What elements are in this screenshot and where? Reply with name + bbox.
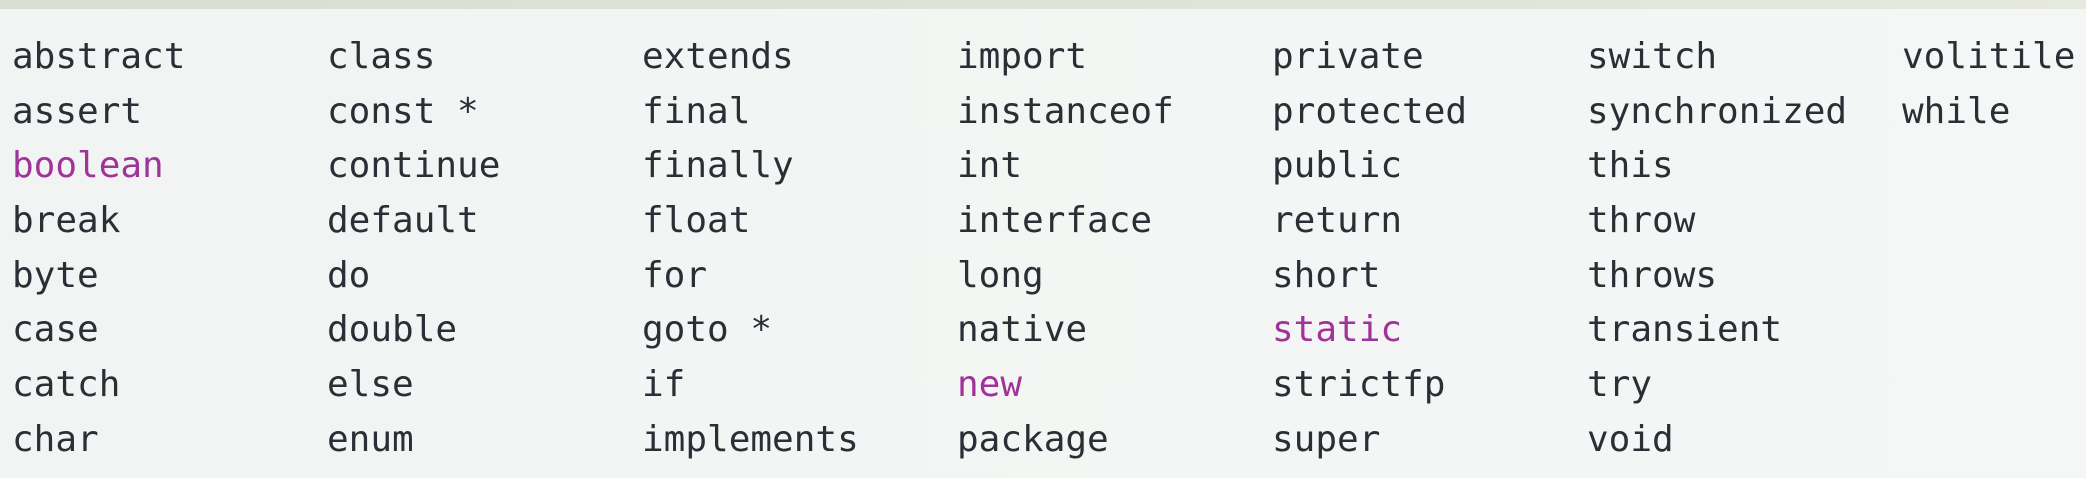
keyword-abstract: abstract bbox=[12, 36, 186, 77]
keyword-import: import bbox=[957, 36, 1088, 77]
keyword-public: public bbox=[1272, 145, 1403, 187]
keyword-new: new bbox=[957, 364, 1023, 406]
keyword-void: void bbox=[1587, 418, 1674, 460]
keyword-long: long bbox=[957, 254, 1044, 296]
top-edge-strip bbox=[0, 0, 2086, 9]
keyword-enum: enum bbox=[327, 418, 414, 460]
keyword-this: this bbox=[1587, 145, 1674, 187]
keyword-extends: extends bbox=[642, 36, 794, 77]
keyword-grid: abstract assert boolean break byte case catch c… bbox=[12, 30, 2075, 468]
keyword-default: default bbox=[327, 200, 479, 242]
keyword-do: do bbox=[327, 254, 371, 296]
keyword-float: float bbox=[642, 200, 751, 242]
keyword-case: case bbox=[12, 309, 99, 351]
keyword-return: return bbox=[1272, 200, 1403, 242]
keyword-throw: throw bbox=[1587, 200, 1696, 242]
keyword-double: double bbox=[327, 309, 458, 351]
keyword-char: char bbox=[12, 418, 99, 460]
keyword-int: int bbox=[957, 145, 1023, 187]
keyword-static: static bbox=[1272, 309, 1403, 351]
keyword-package: package bbox=[957, 418, 1109, 460]
keyword-continue: continue bbox=[327, 145, 501, 187]
keyword-boolean: boolean bbox=[12, 145, 164, 187]
keyword-native: native bbox=[957, 309, 1088, 351]
keyword-for: for bbox=[642, 254, 708, 296]
keyword-transient: transient bbox=[1587, 309, 1783, 351]
keyword-throws: throws bbox=[1587, 254, 1718, 296]
keyword-goto: goto * bbox=[642, 309, 773, 351]
keyword-synchronized: synchronized bbox=[1587, 90, 1848, 132]
keyword-instanceof: instanceof bbox=[957, 90, 1174, 132]
keyword-while: while bbox=[1902, 90, 2011, 132]
keyword-short: short bbox=[1272, 254, 1381, 296]
keyword-protected: protected bbox=[1272, 90, 1468, 132]
keyword-class: class bbox=[327, 36, 436, 77]
keyword-column-6: switch synchronized this throw throws transie… bbox=[1587, 30, 1902, 468]
keyword-assert: assert bbox=[12, 90, 143, 132]
keyword-final: final bbox=[642, 90, 751, 132]
keyword-volitile: volitile bbox=[1902, 36, 2076, 77]
keyword-catch: catch bbox=[12, 364, 121, 406]
keyword-try: try bbox=[1587, 364, 1653, 406]
keyword-implements: implements bbox=[642, 418, 859, 460]
keyword-column-2: class const * continue default do double else e… bbox=[327, 30, 642, 468]
keyword-column-7: volitile while bbox=[1902, 30, 2075, 468]
keyword-private: private bbox=[1272, 36, 1424, 77]
keyword-column-3: extends final finally float for goto * if imple… bbox=[642, 30, 957, 468]
keyword-finally: finally bbox=[642, 145, 794, 187]
keyword-if: if bbox=[642, 364, 686, 406]
keyword-column-4: import instanceof int interface long native ne… bbox=[957, 30, 1272, 468]
keyword-interface: interface bbox=[957, 200, 1153, 242]
keyword-column-5: private protected public return short static s… bbox=[1272, 30, 1587, 468]
keyword-else: else bbox=[327, 364, 414, 406]
keyword-const: const * bbox=[327, 90, 479, 132]
keyword-super: super bbox=[1272, 418, 1381, 460]
keyword-strictfp: strictfp bbox=[1272, 364, 1446, 406]
keyword-byte: byte bbox=[12, 254, 99, 296]
keyword-break: break bbox=[12, 200, 121, 242]
keyword-switch: switch bbox=[1587, 36, 1718, 77]
keyword-column-1: abstract assert boolean break byte case catch c… bbox=[12, 30, 327, 468]
